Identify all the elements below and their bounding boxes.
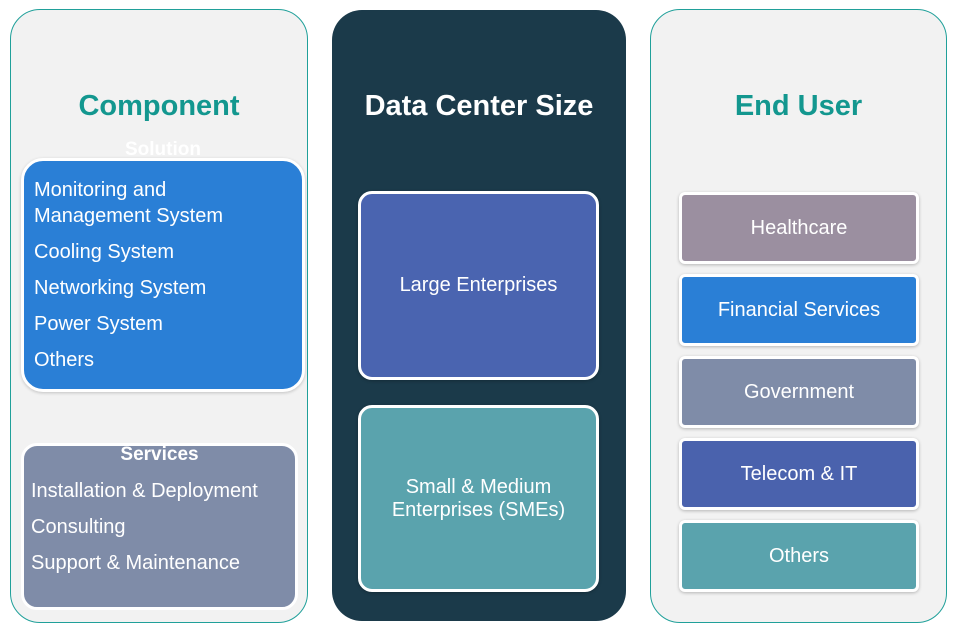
solution-item: Cooling System	[34, 241, 175, 263]
services-item: Consulting	[31, 516, 126, 538]
solution-item: Networking System	[34, 277, 207, 299]
end-user-financial: Financial Services	[679, 274, 919, 346]
component-title: Component	[78, 90, 240, 122]
services-item: Support & Maintenance	[31, 552, 241, 574]
end-user-title: End User	[734, 90, 863, 122]
end-user-others: Others	[679, 520, 919, 592]
solution-item: Monitoring and Management System	[34, 179, 223, 227]
solution-box: Monitoring and Management System Cooling…	[21, 158, 305, 392]
solution-label: Solution	[125, 139, 201, 160]
solution-item: Power System	[34, 313, 163, 335]
size-large: Large Enterprises	[358, 191, 599, 380]
size-sme: Small & Medium Enterprises (SMEs)	[358, 405, 599, 592]
end-user-healthcare: Healthcare	[679, 192, 919, 264]
services-box: Services Installation & Deployment Consu…	[21, 443, 298, 610]
solution-item: Others	[34, 349, 95, 371]
end-user-telecom: Telecom & IT	[679, 438, 919, 510]
size-title: Data Center Size	[364, 90, 594, 122]
end-user-government: Government	[679, 356, 919, 428]
services-item: Installation & Deployment	[31, 480, 258, 502]
services-label: Services	[120, 444, 199, 465]
